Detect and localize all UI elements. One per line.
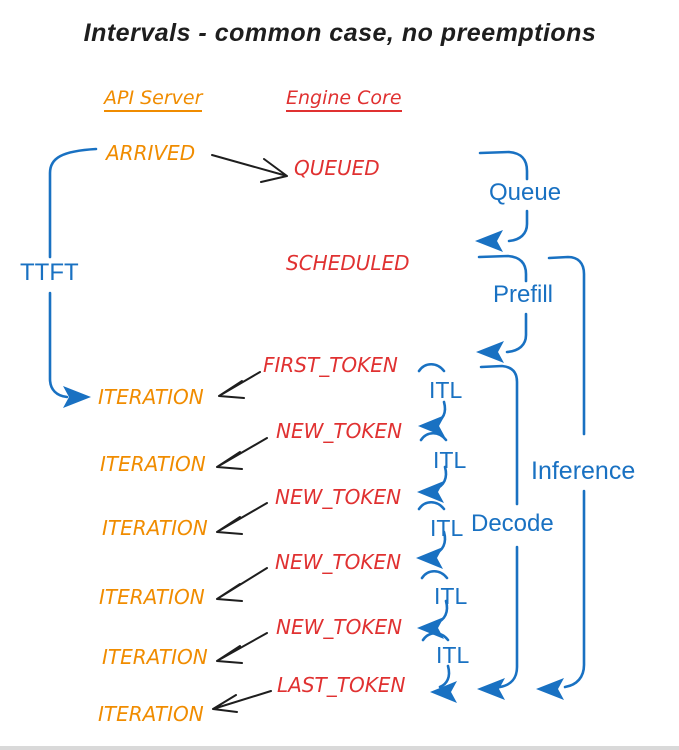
interval-label-itl-1: ITL [429,377,463,403]
page-bottom-edge [0,746,679,750]
event-first-token: FIRST_TOKEN [263,353,398,377]
event-iteration-2: ITERATION [100,452,206,476]
ttft-bracket [48,147,98,399]
itl-arrowhead-5 [430,681,457,703]
prefill-bracket [477,254,528,354]
diagram-title: Intervals - common case, no preemptions [83,19,597,47]
event-arrived: ARRIVED [106,141,196,165]
itl-arrowhead-2 [417,481,444,503]
event-new-token-3: NEW_TOKEN [275,550,402,574]
event-queued: QUEUED [294,156,380,180]
inference-bracket [547,255,586,689]
prefill-arrowhead [476,341,504,363]
engine-core-column-header: Engine Core [286,88,402,112]
interval-label-ttft: TTFT [20,259,79,286]
queue-bracket [478,150,529,243]
arrow-arrived-to-queued [211,154,288,183]
event-iteration-6: ITERATION [98,702,204,726]
event-new-token-1: NEW_TOKEN [276,419,403,443]
interval-label-queue: Queue [489,179,562,206]
event-new-token-2: NEW_TOKEN [275,485,402,509]
itl-arrowhead-1 [418,415,445,437]
interval-label-itl-2: ITL [433,447,467,473]
arrow-newtoken1-to-iteration [216,437,268,470]
event-iteration-5: ITERATION [102,645,208,669]
inference-arrowhead [536,678,564,700]
event-iteration-1: ITERATION [98,385,204,409]
decode-arrowhead [477,678,505,700]
event-iteration-4: ITERATION [99,585,205,609]
interval-label-itl-4: ITL [434,583,468,609]
itl-arrowhead-3 [416,547,443,569]
arrow-newtoken2-to-iteration [216,502,268,535]
decode-bracket [479,364,519,689]
arrow-newtoken3-to-iteration [216,567,268,602]
queue-arrowhead [475,230,503,252]
interval-label-itl-5: ITL [436,642,470,668]
arrow-lasttoken-to-iteration [212,690,272,713]
event-new-token-4: NEW_TOKEN [276,615,403,639]
event-iteration-3: ITERATION [102,516,208,540]
api-server-column-header: API Server [104,88,203,112]
ttft-arrowhead [63,386,91,408]
interval-label-inference: Inference [531,457,636,485]
interval-label-prefill: Prefill [493,281,554,308]
interval-label-itl-3: ITL [430,515,464,541]
arrow-firsttoken-to-iteration [218,371,261,399]
itl-arrowhead-4 [417,617,444,639]
event-last-token: LAST_TOKEN [277,673,406,697]
arrow-newtoken4-to-iteration [216,632,268,664]
interval-label-decode: Decode [471,510,554,537]
event-scheduled: SCHEDULED [286,251,410,275]
